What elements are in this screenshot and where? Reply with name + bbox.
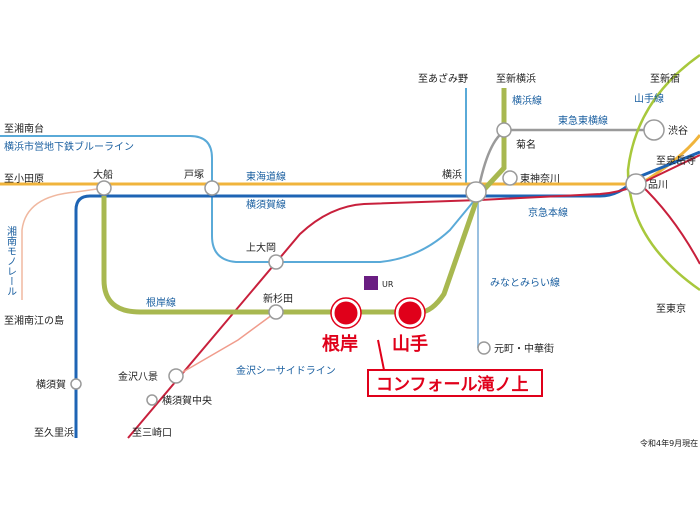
tokaido-label: 東海道線	[246, 170, 286, 183]
keikyu-tokyo-route	[639, 183, 700, 265]
station-shinsugita-label: 新杉田	[263, 292, 293, 305]
station-shibuya-label: 渋谷	[668, 124, 688, 137]
station-negishi-ring	[330, 297, 362, 329]
yamanote-label: 山手線	[634, 92, 664, 105]
footnote: 令和4年9月現在	[640, 438, 698, 448]
dest-shonan-enoshima: 至湘南江の島	[4, 314, 64, 327]
station-negishi-marker	[331, 298, 361, 328]
station-yokosuka-chuo-marker	[146, 394, 158, 406]
dest-shin-yokohama: 至新横浜	[496, 72, 536, 85]
yokohama-line-label: 横浜線	[512, 94, 542, 107]
station-yokosuka-label: 横須賀	[36, 378, 66, 391]
station-yokosuka-chuo-label: 横須賀中央	[162, 394, 212, 407]
station-kanazawa-hakkei-marker	[168, 368, 184, 384]
station-yamate-marker	[395, 298, 425, 328]
station-kamiooka-label: 上大岡	[246, 241, 276, 254]
station-shinsugita-marker	[268, 304, 284, 320]
station-yokohama-marker	[465, 181, 487, 203]
station-kikuna-marker	[496, 122, 512, 138]
dest-misakiguchi: 至三崎口	[132, 426, 172, 439]
station-totsuka-label: 戸塚	[184, 169, 204, 181]
station-kikuna-label: 菊名	[516, 138, 536, 151]
negishi-route	[101, 88, 507, 315]
yokosuka-label: 横須賀線	[246, 198, 286, 211]
station-higashi-kanagawa-marker	[502, 170, 518, 186]
dest-shinjuku: 至新宿	[650, 72, 680, 85]
station-kanazawa-hakkei-label: 金沢八景	[118, 370, 158, 383]
station-yokosuka-marker	[70, 378, 82, 390]
station-yamate-label: 山手	[392, 333, 428, 355]
station-motomachi-label: 元町・中華街	[494, 342, 554, 355]
dest-tokyo: 至東京	[656, 302, 686, 315]
seaside-label: 金沢シーサイドライン	[236, 364, 336, 377]
ur-logo-mark	[364, 276, 378, 290]
keikyu-label: 京急本線	[528, 206, 568, 219]
station-ofuna-marker	[96, 180, 112, 196]
station-kamiooka-marker	[268, 254, 284, 270]
negishi-line-label: 根岸線	[146, 296, 176, 309]
monorail-route	[21, 187, 105, 300]
station-ofuna-label: 大船	[93, 168, 113, 181]
station-yamate-ring	[394, 297, 426, 329]
ur-logo-text: UR	[382, 280, 394, 289]
property-box	[367, 369, 543, 397]
station-negishi-label: 根岸	[322, 333, 358, 355]
property-name: コンフォール滝ノ上	[376, 374, 529, 395]
dest-odawara: 至小田原	[4, 173, 44, 185]
blueline-route	[0, 135, 479, 263]
station-yokohama-label: 横浜	[442, 168, 462, 181]
dest-shonandai: 至湘南台	[4, 122, 44, 135]
station-shibuya-marker	[643, 119, 665, 141]
station-shinagawa-marker	[625, 173, 647, 195]
dest-azamino: 至あざみ野	[418, 72, 468, 85]
dest-senzoku: 至泉岳寺	[656, 154, 696, 167]
seaside-route	[175, 311, 277, 377]
toyoko-label: 東急東横線	[558, 114, 608, 127]
station-shinagawa-label: 品川	[648, 179, 668, 191]
yamanote-route	[626, 53, 700, 292]
station-higashi-kanagawa-label: 東神奈川	[520, 172, 560, 185]
station-totsuka-marker	[204, 180, 220, 196]
monorail-label: 湘南モノレール	[5, 225, 17, 296]
dest-kurihama: 至久里浜	[34, 427, 74, 439]
property-pointer	[377, 339, 385, 371]
minatomirai-label: みなとみらい線	[490, 276, 560, 289]
blueline-label: 横浜市営地下鉄ブルーライン	[4, 140, 134, 153]
station-motomachi-marker	[477, 341, 491, 355]
